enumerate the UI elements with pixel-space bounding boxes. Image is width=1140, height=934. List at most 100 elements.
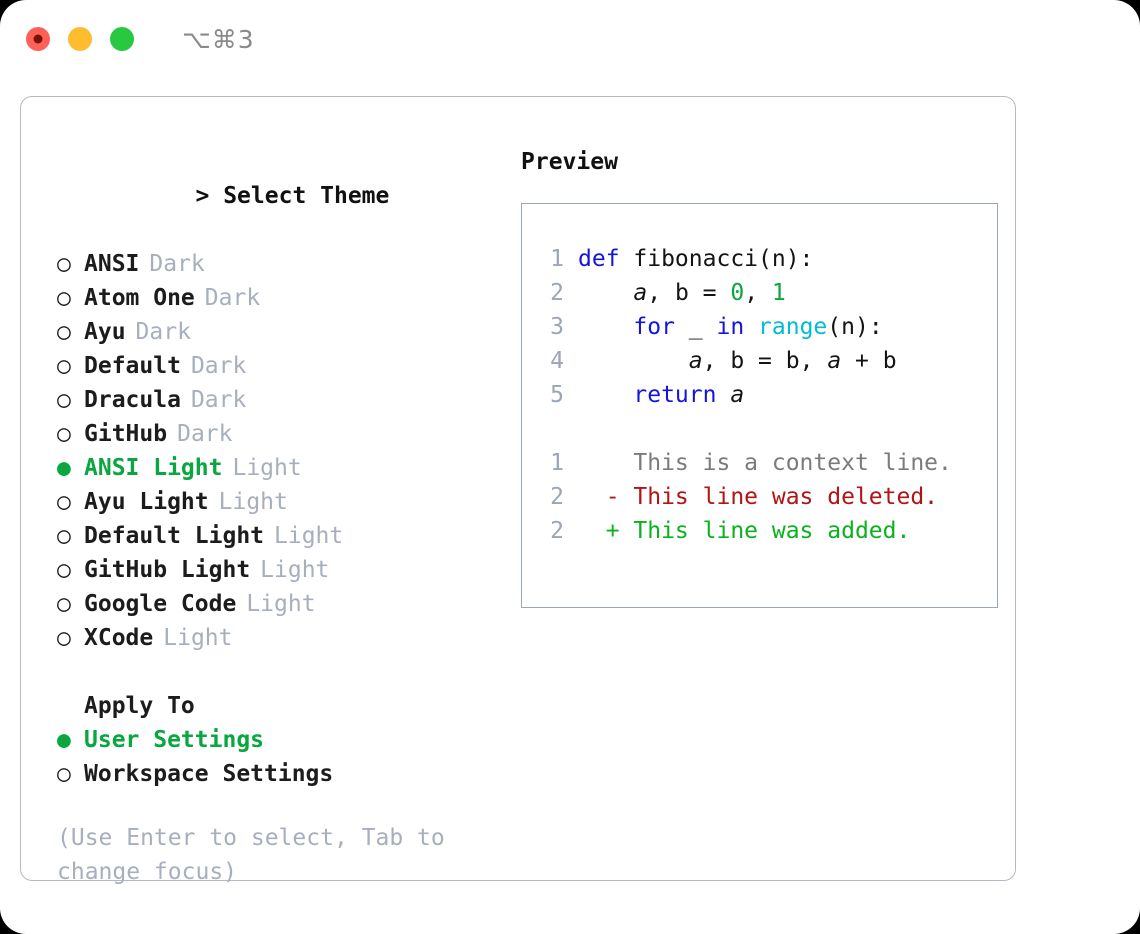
code-token: + xyxy=(841,348,883,374)
select-theme-heading: > Select Theme xyxy=(57,145,499,247)
theme-option-label: Atom One xyxy=(84,285,195,311)
theme-option-default[interactable]: ○ Default Dark xyxy=(57,349,499,383)
theme-option-label: ANSI Light xyxy=(84,455,223,481)
theme-option-label: Dracula xyxy=(84,387,181,413)
theme-option-badge: Light xyxy=(260,557,330,583)
apply-to-option-label: User Settings xyxy=(84,727,265,753)
theme-option-github[interactable]: ○ GitHub Dark xyxy=(57,417,499,451)
code-line-number: 5 xyxy=(550,382,564,408)
radio-unselected-icon: ○ xyxy=(57,625,71,651)
code-token: a xyxy=(688,348,703,374)
code-line: 2 a, b = 0, 1 xyxy=(542,276,997,310)
code-token: b xyxy=(785,348,800,374)
theme-option-atom-one[interactable]: ○ Atom One Dark xyxy=(57,281,499,315)
code-token: b xyxy=(674,280,689,306)
theme-option-default-light[interactable]: ○ Default Light Light xyxy=(57,519,499,553)
code-token: _ xyxy=(674,314,717,340)
radio-unselected-icon: ○ xyxy=(57,421,71,447)
radio-unselected-icon: ○ xyxy=(57,489,71,515)
radio-unselected-icon: ○ xyxy=(57,523,71,549)
diff-text: This line was added. xyxy=(633,518,911,544)
diff-line-number: 1 xyxy=(550,450,564,476)
radio-unselected-icon: ○ xyxy=(57,387,71,413)
code-token: b xyxy=(730,348,745,374)
theme-option-badge: Dark xyxy=(190,353,247,379)
diff-text: This is a context line. xyxy=(633,450,952,476)
code-token: return xyxy=(633,382,717,408)
code-line: 4 a, b = b, a + b xyxy=(542,344,997,378)
theme-option-label: Default Light xyxy=(84,523,265,549)
theme-option-badge: Light xyxy=(274,523,344,549)
radio-unselected-icon: ○ xyxy=(57,251,71,277)
diff-sample: 1 This is a context line.2 - This line w… xyxy=(542,446,997,548)
diff-text: This line was deleted. xyxy=(633,484,939,510)
code-token xyxy=(716,382,730,408)
code-token: a xyxy=(633,280,648,306)
list-spacer xyxy=(57,655,499,689)
code-token: def xyxy=(578,246,620,272)
maximize-button-icon[interactable] xyxy=(110,27,134,51)
radio-unselected-icon: ○ xyxy=(57,591,71,617)
code-line-number: 1 xyxy=(550,246,564,272)
title-bar: ⌥⌘3 xyxy=(0,0,1140,78)
radio-unselected-icon: ○ xyxy=(57,285,71,311)
apply-to-option-user-settings[interactable]: ● User Settings xyxy=(57,723,499,757)
code-token: fibonacci(n): xyxy=(619,246,814,272)
preview-title: Preview xyxy=(521,149,618,175)
diff-line-number: 2 xyxy=(550,518,564,544)
theme-option-dracula[interactable]: ○ Dracula Dark xyxy=(57,383,499,417)
theme-option-label: GitHub xyxy=(84,421,168,447)
code-token: for xyxy=(633,314,675,340)
theme-option-label: Default xyxy=(84,353,181,379)
theme-option-badge: Light xyxy=(163,625,233,651)
hint-spacer xyxy=(57,791,499,821)
code-token: , xyxy=(799,348,828,374)
code-line: 3 for _ in range(n): xyxy=(542,310,997,344)
apply-to-option-workspace-settings[interactable]: ○Workspace Settings xyxy=(57,757,499,791)
minimize-button-icon[interactable] xyxy=(68,27,92,51)
diff-line: 1 This is a context line. xyxy=(542,446,997,480)
code-token: 0 xyxy=(730,280,745,306)
code-token: = xyxy=(688,280,731,306)
theme-option-ansi[interactable]: ○ ANSI Dark xyxy=(57,247,499,281)
traffic-light-buttons xyxy=(26,27,134,51)
theme-option-label: ANSI xyxy=(84,251,140,277)
code-token xyxy=(744,314,758,340)
radio-unselected-icon: ○ xyxy=(57,353,71,379)
code-token xyxy=(578,280,633,306)
diff-sign xyxy=(578,450,633,476)
close-button-icon[interactable] xyxy=(26,27,50,51)
theme-option-badge: Dark xyxy=(177,421,233,447)
diff-sign: - xyxy=(578,484,634,510)
code-token: in xyxy=(716,314,745,340)
select-theme-heading-label: Select Theme xyxy=(223,183,390,209)
code-line: 5 return a xyxy=(542,378,997,412)
code-line: 1 def fibonacci(n): xyxy=(542,242,997,276)
code-token xyxy=(578,382,633,408)
theme-option-badge: Dark xyxy=(149,251,205,277)
diff-line: 2 - This line was deleted. xyxy=(542,480,997,514)
code-token: b xyxy=(882,348,897,374)
radio-selected-icon: ● xyxy=(57,727,71,753)
theme-option-label: Ayu xyxy=(84,319,126,345)
keyboard-hint-text: (Use Enter to select, Tab to change focu… xyxy=(57,825,445,885)
theme-option-badge: Dark xyxy=(190,387,247,413)
apply-to-list: ● User Settings ○Workspace Settings xyxy=(57,723,499,791)
theme-option-badge: Dark xyxy=(204,285,261,311)
apply-to-label: Apply To xyxy=(84,693,195,719)
theme-option-badge: Light xyxy=(246,591,316,617)
code-token: , xyxy=(744,280,772,306)
code-line-number: 2 xyxy=(550,280,564,306)
code-token xyxy=(578,348,689,374)
